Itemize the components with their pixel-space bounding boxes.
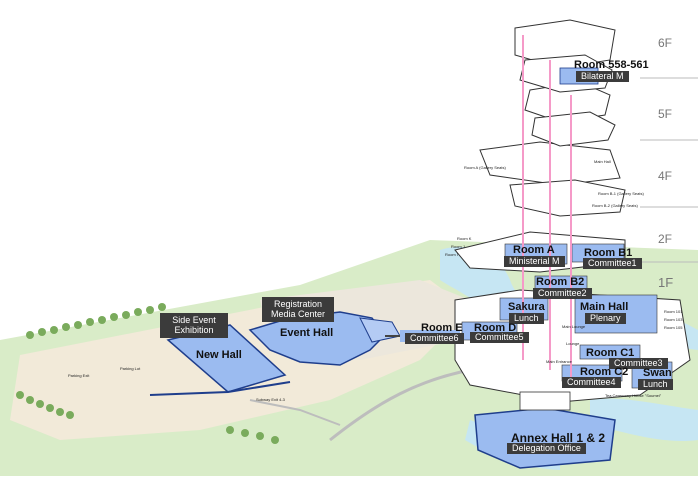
- floor-label-6f: 6F: [658, 36, 673, 50]
- room-b2-gallery-label: Room B-2 (Gallery Seats): [592, 203, 638, 208]
- tree-row: [16, 303, 279, 444]
- event-hall-name[interactable]: Event Hall: [280, 327, 334, 339]
- pond-water-2: [590, 398, 698, 442]
- side-event-caption: Side Event Exhibition: [160, 313, 228, 338]
- annex-hall-name[interactable]: Annex Hall 1 & 2: [511, 431, 606, 445]
- swan-name[interactable]: Swan: [643, 367, 672, 379]
- room-c2-function: Committee4: [562, 377, 621, 388]
- new-hall-corridor: [149, 381, 291, 396]
- room-b2-name[interactable]: Room B2: [536, 276, 585, 288]
- room-e-function: Committee6: [405, 333, 464, 344]
- room-b1-function: Committee1: [583, 258, 642, 269]
- main-lounge-label: Main Lounge: [562, 324, 586, 329]
- floor-label-4f: 4F: [658, 169, 673, 183]
- sakura-name[interactable]: Sakura: [508, 301, 545, 313]
- floor-5f-lower-plate: [531, 111, 616, 147]
- room-e-name[interactable]: Room E: [421, 322, 463, 334]
- room-d-name[interactable]: Room D: [474, 322, 517, 334]
- room-j-label: Room J: [451, 244, 465, 249]
- room-a-function: Ministerial M: [504, 256, 565, 267]
- room-d-function: Committee5: [470, 332, 529, 343]
- room-c1-name[interactable]: Room C1: [586, 347, 635, 359]
- road: [329, 368, 471, 442]
- room-c2-name[interactable]: Room C2: [580, 366, 629, 378]
- road-2: [249, 399, 341, 426]
- entrance-label: Main Entrance: [546, 359, 572, 364]
- parking-lot-label: Parking Lot: [120, 366, 141, 371]
- tea-house-label: Tea Ceremony House "Soumei": [605, 393, 662, 398]
- room-i-label: Room I: [445, 252, 458, 257]
- room-b1-gallery-label: Room B-1 (Gallery Seats): [598, 191, 644, 196]
- room-105-label: Room 105: [664, 325, 683, 330]
- lounge-label: Lounge: [566, 341, 580, 346]
- room-c1-function: Committee3: [609, 358, 668, 369]
- main-hall-4f-label: Main Hall: [594, 159, 611, 164]
- floor-6f-plate: [514, 19, 616, 69]
- main-hall-name[interactable]: Main Hall: [580, 301, 629, 313]
- floor-label-1f: 1F: [658, 275, 674, 290]
- room-a-name[interactable]: Room A: [513, 244, 555, 256]
- annex-building: [519, 391, 571, 411]
- floor-4f-lower-plate: [509, 179, 626, 217]
- sakura-function: Lunch: [509, 313, 544, 324]
- floor-dividers: [640, 77, 698, 263]
- floor-label-2f: 2F: [658, 232, 673, 246]
- parking-exit-label: Parking Exit: [68, 373, 90, 378]
- room-b1-name[interactable]: Room B1: [584, 247, 633, 259]
- vertical-routes: [522, 35, 572, 380]
- subway-exit-label: Subway Exit 4-3: [256, 397, 285, 402]
- room-101-label: Room 101: [664, 309, 683, 314]
- new-hall-name[interactable]: New Hall: [196, 349, 242, 361]
- room-558-function: Bilateral M: [576, 71, 629, 82]
- room-k-label: Room K: [457, 236, 472, 241]
- room-558-name[interactable]: Room 558-561: [574, 59, 649, 71]
- room-b2-function: Committee2: [533, 288, 592, 299]
- floor-label-5f: 5F: [658, 107, 673, 121]
- main-hall-function: Plenary: [585, 313, 626, 324]
- swan-function: Lunch: [638, 379, 673, 390]
- room-a-gallery-label: Room A (Gallery Seats): [464, 165, 506, 170]
- room-103-label: Room 103: [664, 317, 683, 322]
- annex-hall-function: Delegation Office: [507, 443, 586, 454]
- registration-caption: Registration Media Center: [262, 297, 334, 322]
